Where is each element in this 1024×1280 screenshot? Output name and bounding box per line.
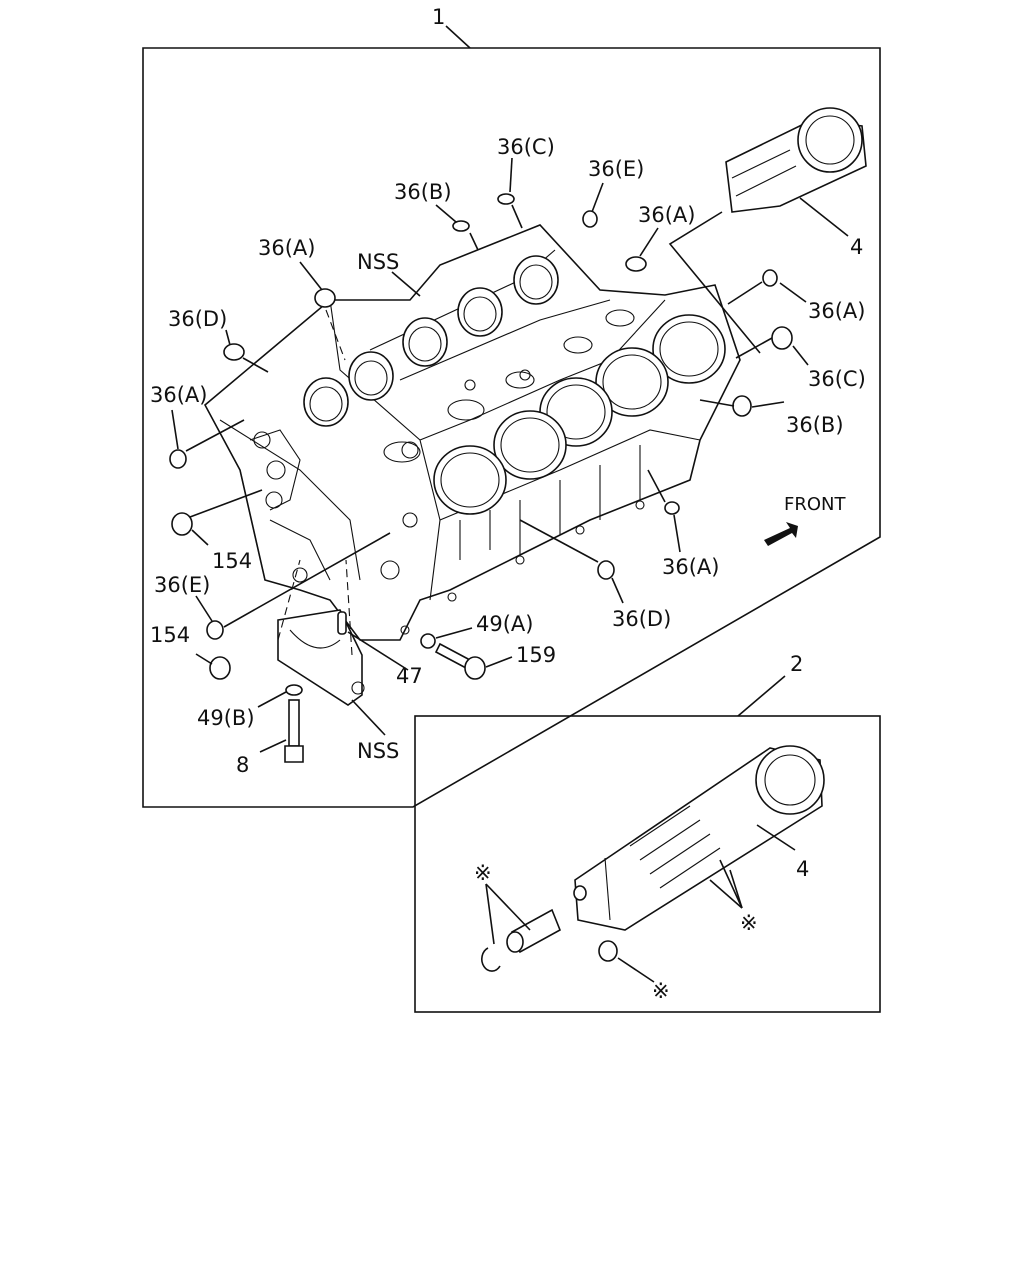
assy-2-leader	[737, 675, 786, 717]
callout-159: 159	[516, 643, 556, 667]
callout-49a: 49(A)	[476, 612, 533, 636]
callout-36d-left: 36(D)	[168, 307, 227, 331]
callout-4-top: 4	[850, 235, 863, 259]
inset-snap-ring	[481, 947, 501, 972]
callout-154-lower: 154	[150, 623, 190, 647]
cylinder-bores-left	[303, 255, 635, 463]
leader-lines	[171, 157, 849, 983]
main-frame	[142, 47, 881, 808]
assy-1-leader	[445, 25, 471, 49]
inset-liner	[574, 745, 825, 931]
callout-49b: 49(B)	[197, 706, 255, 730]
star-note-3: ※	[652, 979, 670, 1003]
inset-liner-port	[573, 885, 587, 901]
callouts: 1 2 36(C) 36(E) 36(B) 36(A) 36(A) NSS 36…	[150, 5, 866, 1003]
callout-47: 47	[396, 664, 423, 688]
callout-36e-left: 36(E)	[154, 573, 210, 597]
callout-4-inset: 4	[796, 857, 809, 881]
cylinder-bores-right	[433, 314, 726, 515]
star-note-2: ※	[740, 911, 758, 935]
assy-1-label: 1	[432, 5, 445, 29]
callout-36e-top: 36(E)	[588, 157, 644, 181]
callout-36b-right: 36(B)	[786, 413, 844, 437]
inset-bushing	[598, 940, 618, 962]
bolt-8	[284, 699, 304, 763]
callout-36d-bottom: 36(D)	[612, 607, 671, 631]
plug-parts	[169, 193, 793, 696]
callout-36a-top: 36(A)	[638, 203, 695, 227]
cylinder-liner-top	[725, 107, 867, 213]
assy-2-label: 2	[790, 652, 803, 676]
star-note-1: ※	[474, 861, 492, 885]
front-label: FRONT	[784, 494, 846, 515]
callout-8: 8	[236, 753, 249, 777]
bolt-159	[434, 642, 486, 680]
callout-36c-top: 36(C)	[497, 135, 555, 159]
callout-154-upper: 154	[212, 549, 252, 573]
inset-frame	[414, 715, 881, 1013]
alignment-lines	[277, 309, 353, 656]
inset-pin	[506, 908, 562, 954]
callout-nss-top: NSS	[357, 250, 399, 274]
cylinder-block	[203, 224, 741, 641]
callout-36a-right: 36(A)	[808, 299, 865, 323]
callout-36c-right: 36(C)	[808, 367, 866, 391]
callout-36b-top: 36(B)	[394, 180, 452, 204]
callout-36a-left: 36(A)	[150, 383, 207, 407]
front-arrow-icon	[764, 522, 798, 546]
callout-nss-bottom: NSS	[357, 739, 399, 763]
callout-36a-left-top: 36(A)	[258, 236, 315, 260]
callout-36a-bottom: 36(A)	[662, 555, 719, 579]
